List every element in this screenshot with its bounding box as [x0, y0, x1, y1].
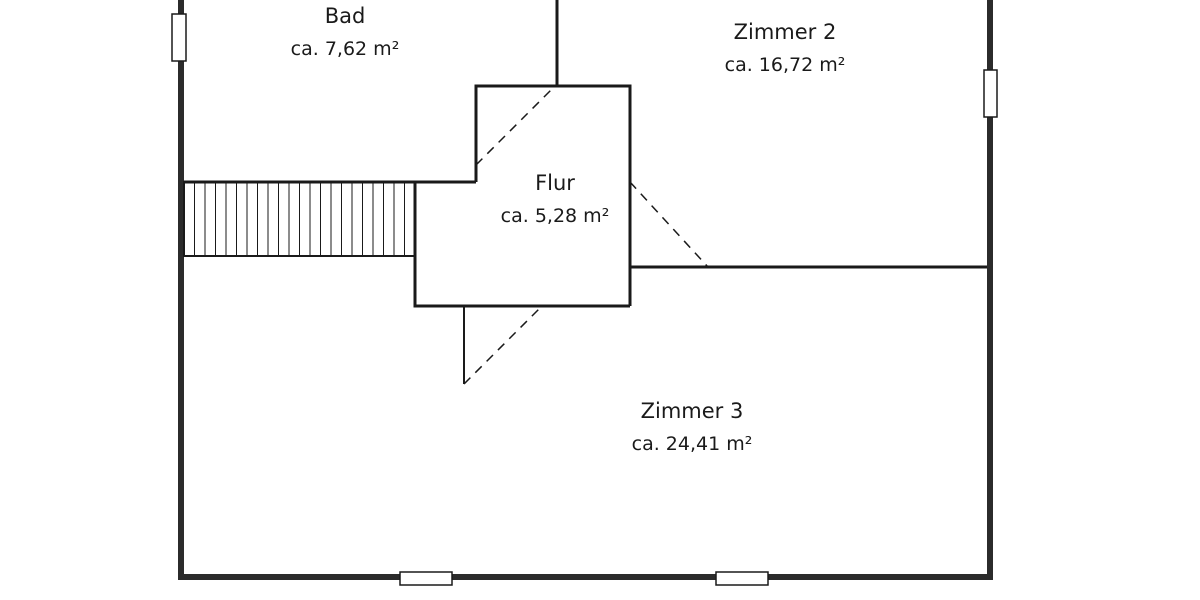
- door-zimmer3: [463, 305, 543, 385]
- room-area: ca. 5,28 m²: [501, 205, 610, 227]
- window-bottom-left: [399, 571, 453, 586]
- room-name: Bad: [325, 4, 366, 28]
- room-name: Flur: [535, 171, 575, 195]
- window-bottom-right: [715, 571, 769, 586]
- door-zimmer2: [629, 181, 709, 268]
- outer-wall: [178, 0, 993, 580]
- room-label-zimmer3: Zimmer 3 ca. 24,41 m²: [632, 399, 753, 455]
- room-area: ca. 16,72 m²: [725, 54, 846, 76]
- door-bad: [475, 85, 556, 166]
- window-right: [983, 69, 998, 118]
- window-left: [171, 13, 187, 62]
- room-area: ca. 7,62 m²: [291, 38, 400, 60]
- room-area: ca. 24,41 m²: [632, 433, 753, 455]
- room-label-bad: Bad ca. 7,62 m²: [291, 4, 400, 60]
- room-label-flur: Flur ca. 5,28 m²: [501, 171, 610, 227]
- room-label-zimmer2: Zimmer 2 ca. 16,72 m²: [725, 20, 846, 76]
- room-name: Zimmer 2: [734, 20, 837, 44]
- room-name: Zimmer 3: [641, 399, 744, 423]
- staircase: [183, 181, 416, 257]
- inner-walls: [184, 0, 987, 308]
